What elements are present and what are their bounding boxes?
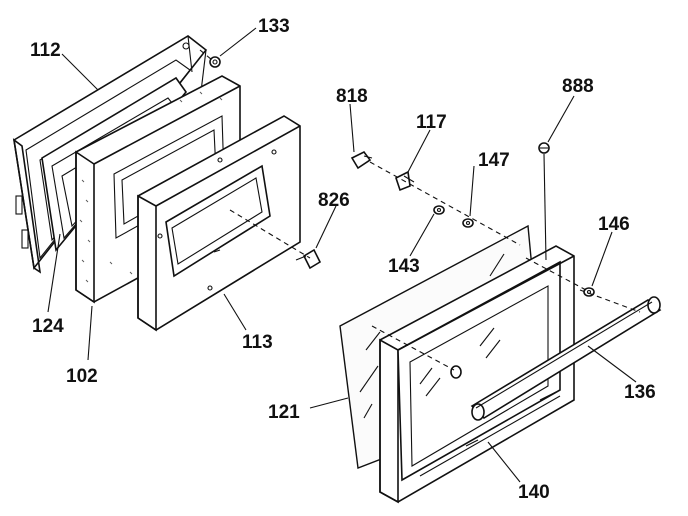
door-handle (470, 296, 662, 421)
screw-888 (538, 142, 550, 154)
label-117: 117 (416, 112, 447, 133)
label-140: 140 (518, 482, 550, 503)
handle-washer (450, 365, 462, 379)
label-888: 888 (562, 76, 594, 97)
label-143: 143 (388, 256, 420, 277)
assembly-lines (199, 49, 641, 371)
label-136: 136 (624, 382, 656, 403)
label-133: 133 (258, 16, 290, 37)
front-window-frame (137, 115, 301, 332)
screw-826 (295, 248, 322, 270)
screw-818 (350, 150, 373, 170)
label-826: 826 (318, 190, 350, 211)
label-124: 124 (32, 316, 64, 337)
label-146: 146 (598, 214, 630, 235)
washer-147 (462, 218, 474, 228)
part-labels: 112 133 124 102 113 826 818 117 147 143 … (30, 16, 656, 503)
screw-133 (209, 56, 221, 68)
clip-117 (395, 170, 415, 192)
label-112: 112 (30, 40, 61, 61)
label-818: 818 (336, 86, 368, 107)
washer-143 (433, 205, 445, 215)
label-147: 147 (478, 150, 510, 171)
label-121: 121 (268, 402, 300, 423)
glass-reflections (419, 327, 501, 397)
outer-door-frame (379, 245, 575, 504)
label-102: 102 (66, 366, 98, 387)
label-113: 113 (242, 332, 273, 353)
leader-lines (47, 27, 637, 483)
